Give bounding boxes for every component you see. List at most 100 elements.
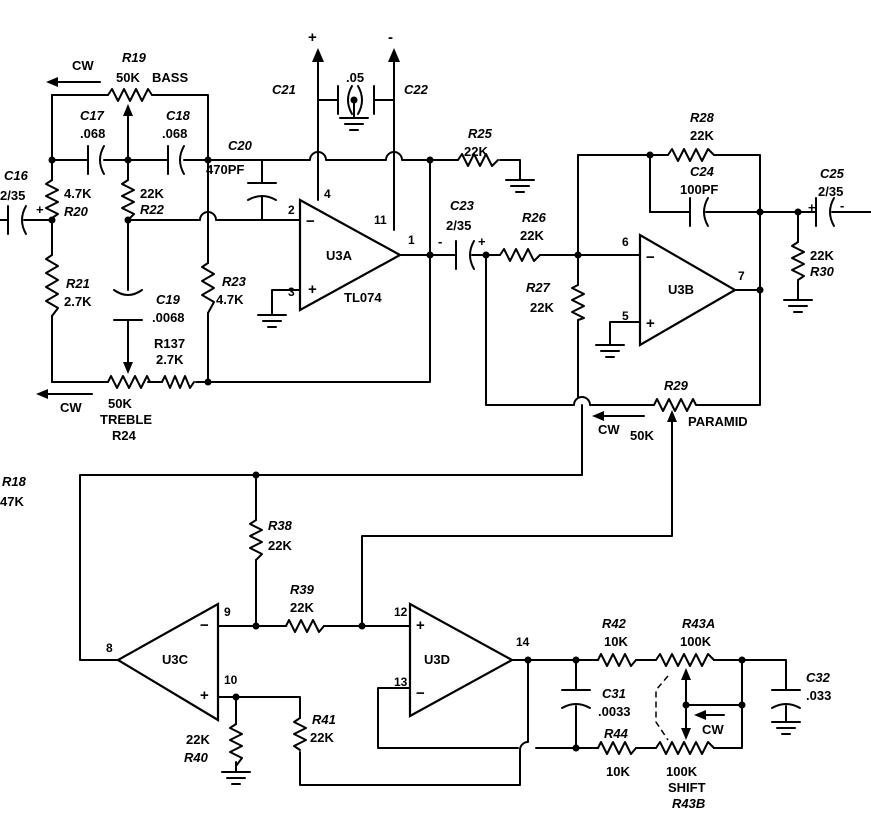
cw-bass: CW [72, 58, 94, 73]
c20-value: 470PF [206, 162, 244, 177]
c23-capacitor [455, 240, 475, 270]
u3b-minus: − [646, 249, 655, 266]
r22-value: 22K [140, 186, 164, 201]
u3b-name: U3B [668, 282, 694, 297]
c31-ref: C31 [602, 686, 626, 701]
r23-resistor [201, 262, 215, 314]
r38-ref: R38 [268, 518, 293, 533]
u3d-pin-noninv: 12 [394, 605, 408, 619]
r43a-wiper-arrow [681, 668, 691, 680]
capacitors [7, 85, 835, 709]
r24-value: 50K [108, 396, 132, 411]
rail-plus: + [308, 29, 317, 46]
r24-resistor [107, 375, 151, 389]
opamps [115, 198, 738, 722]
c17-capacitor [87, 145, 105, 175]
labels: C16 2/35 + R19 50K BASS CW C17 .068 C18 … [0, 29, 845, 811]
u3d-opamp [408, 602, 515, 718]
u3a-pin-inv: 2 [288, 203, 295, 217]
r28-resistor [667, 148, 717, 162]
r44-resistor [597, 741, 637, 755]
r18-ref: R18 [2, 474, 27, 489]
r22-ref: R22 [140, 202, 165, 217]
r19-wiper-arrow [123, 104, 133, 116]
c18-capacitor [167, 145, 185, 175]
gang-link [655, 675, 669, 741]
r44-value: 10K [606, 764, 630, 779]
r25-resistor [457, 153, 499, 167]
c32-value: .033 [806, 688, 831, 703]
u3d-pin-inv: 13 [394, 675, 408, 689]
r38-resistor [249, 519, 263, 561]
c25-plus: + [808, 200, 816, 215]
c19-ref: C19 [156, 292, 181, 307]
r43b-wiper-arrow [681, 728, 691, 740]
c19-capacitor [113, 289, 143, 321]
u3c-pin-inv: 9 [224, 605, 231, 619]
c16-plus: + [36, 202, 44, 217]
u3a-part: TL074 [344, 290, 382, 305]
r22-resistor [121, 179, 135, 221]
r137-ref: R137 [154, 336, 185, 351]
ground-c32 [771, 721, 801, 735]
vplus-arrow [312, 48, 324, 62]
r39-ref: R39 [290, 582, 315, 597]
r41-value: 22K [310, 730, 334, 745]
c22-ref: C22 [404, 82, 429, 97]
u3a-name: U3A [326, 248, 353, 263]
r26-resistor [499, 248, 541, 262]
r26-value: 22K [520, 228, 544, 243]
c32-ref: C32 [806, 670, 831, 685]
r21-value: 2.7K [64, 294, 92, 309]
r40-ref: R40 [184, 750, 209, 765]
r43b-resistor [655, 741, 719, 755]
c31-value: .0033 [598, 704, 631, 719]
r27-value: 22K [530, 300, 554, 315]
c16-value: 2/35 [0, 188, 25, 203]
rail-minus: - [388, 29, 393, 46]
u3a-minus: − [306, 213, 315, 230]
r41-resistor [293, 717, 307, 751]
c23-value: 2/35 [446, 218, 471, 233]
c16-capacitor [7, 205, 27, 235]
u3b-plus: + [646, 315, 655, 332]
ground-u3b [595, 344, 625, 358]
r26-ref: R26 [522, 210, 547, 225]
r38-value: 22K [268, 538, 292, 553]
u3d-plus: + [416, 617, 425, 634]
r137-value: 2.7K [156, 352, 184, 367]
vminus-arrow [388, 48, 400, 62]
r40-resistor [229, 723, 243, 767]
c25-ref: C25 [820, 166, 845, 181]
r27-ref: R27 [526, 280, 551, 295]
r28-value: 22K [690, 128, 714, 143]
r43a-resistor [655, 653, 719, 667]
r24-wiper-arrow [123, 362, 133, 374]
r19-value: 50K [116, 70, 140, 85]
u3b-pin-noninv: 5 [622, 309, 629, 323]
c24-ref: C24 [690, 164, 715, 179]
u3a-pin-out: 1 [408, 233, 415, 247]
r23-value: 4.7K [216, 292, 244, 307]
c32-capacitor [771, 689, 801, 709]
u3c-plus: + [200, 687, 209, 704]
r44-ref: R44 [604, 726, 629, 741]
r30-ref: R30 [810, 264, 835, 279]
c18-ref: C18 [166, 108, 191, 123]
r29-name: PARAMID [688, 414, 748, 429]
r18-value: 47K [0, 494, 24, 509]
r20-resistor [45, 179, 59, 219]
r21-ref: R21 [66, 276, 90, 291]
c23-ref: C23 [450, 198, 475, 213]
ground-r40 [221, 771, 251, 785]
r29-resistor [653, 398, 701, 412]
r42-ref: R42 [602, 616, 627, 631]
r29-value: 50K [630, 428, 654, 443]
r137-resistor [161, 375, 195, 389]
u3d-pin-out: 14 [516, 635, 530, 649]
r27-resistor [571, 284, 585, 321]
r41-ref: R41 [312, 712, 336, 727]
ground-u3a [257, 314, 287, 328]
c22-capacitor [357, 85, 375, 115]
